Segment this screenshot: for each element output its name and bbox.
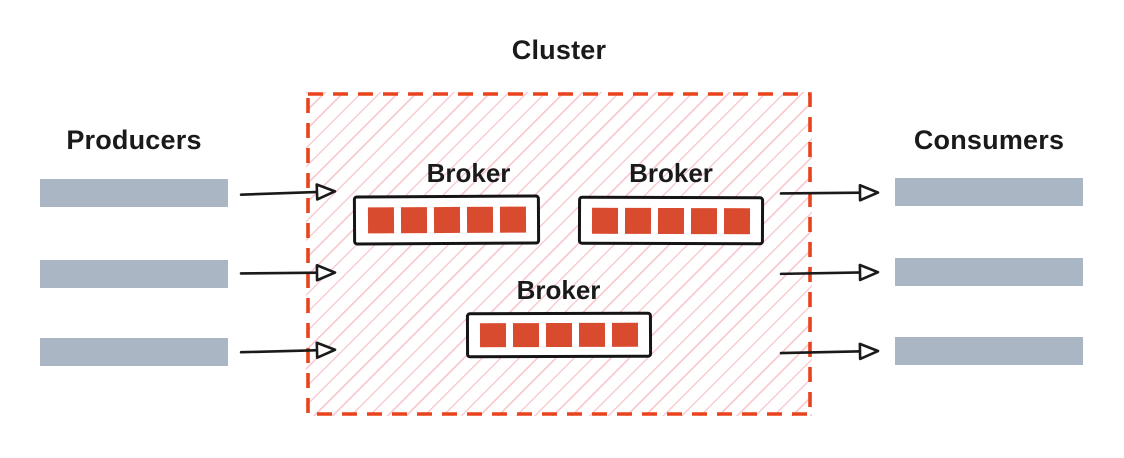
consumer-bar-2 — [895, 258, 1083, 286]
partition-square — [545, 322, 573, 348]
consumers-label: Consumers — [913, 125, 1065, 155]
producer-arrow-icon-2 — [239, 263, 337, 282]
consumer-bar-1 — [895, 178, 1083, 206]
partition-square — [466, 206, 493, 233]
consumer-arrow-icon-1 — [779, 183, 880, 202]
partition-square — [723, 207, 751, 234]
producers-label: Producers — [66, 125, 202, 155]
broker-1-box — [352, 194, 541, 246]
partition-square — [611, 322, 639, 347]
consumer-arrow-icon-3 — [779, 342, 880, 361]
partition-square — [591, 207, 619, 234]
producer-bar-1 — [40, 179, 228, 207]
broker-2-box — [577, 195, 765, 246]
partition-square — [512, 323, 540, 348]
partition-square — [400, 207, 427, 234]
partition-square — [479, 323, 507, 348]
broker-2-label: Broker — [629, 158, 713, 188]
consumer-arrow-icon-2 — [779, 263, 880, 282]
partition-square — [657, 207, 685, 234]
partition-square — [367, 207, 394, 234]
partition-square — [499, 206, 526, 233]
producer-arrow-icon-3 — [239, 341, 337, 360]
cluster-dashed-border — [306, 92, 812, 416]
partition-square — [433, 206, 460, 234]
producer-bar-3 — [40, 338, 228, 366]
cluster-title: Cluster — [511, 35, 607, 65]
producer-bar-2 — [40, 260, 228, 288]
producer-arrow-icon-1 — [239, 183, 337, 201]
consumer-bar-3 — [895, 337, 1083, 365]
broker-3-box — [465, 311, 653, 359]
partition-square — [578, 322, 606, 347]
broker-3-label: Broker — [516, 275, 601, 305]
broker-1-label: Broker — [426, 158, 511, 188]
partition-square — [690, 207, 718, 234]
cluster-box — [306, 92, 812, 416]
partition-square — [624, 207, 652, 234]
